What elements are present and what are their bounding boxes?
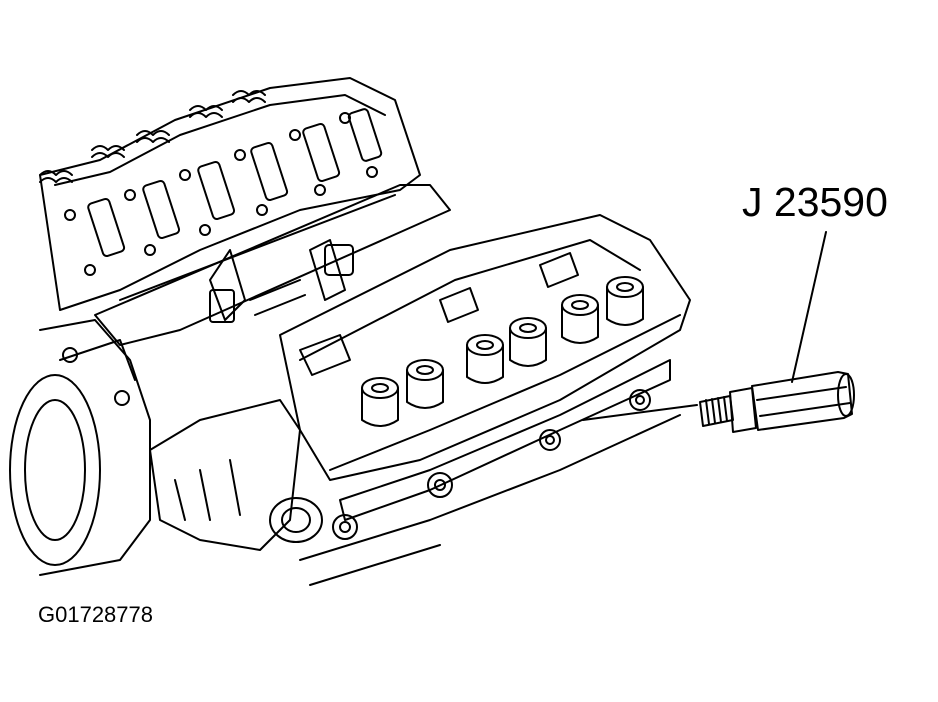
- engine-block-valley: [95, 185, 450, 345]
- exhaust-bolts: [333, 390, 650, 539]
- head-bolt-holes: [65, 113, 377, 275]
- front-cover: [10, 320, 150, 575]
- lower-block: [150, 400, 322, 550]
- rocker-guides: [300, 253, 578, 375]
- head-outline-lower: [300, 415, 680, 585]
- right-cylinder-head: [280, 215, 690, 585]
- tool-label: J 23590: [742, 179, 888, 225]
- left-cylinder-head: [40, 78, 420, 310]
- label-leader-line: [792, 232, 826, 382]
- intake-ports: [87, 108, 382, 257]
- hydraulic-lifters: [362, 277, 643, 426]
- tool-to-head-pointer: [583, 405, 697, 420]
- figure-id: G01728778: [38, 602, 153, 627]
- rear-valve-springs: [40, 91, 265, 182]
- j23590-tool: [700, 372, 854, 432]
